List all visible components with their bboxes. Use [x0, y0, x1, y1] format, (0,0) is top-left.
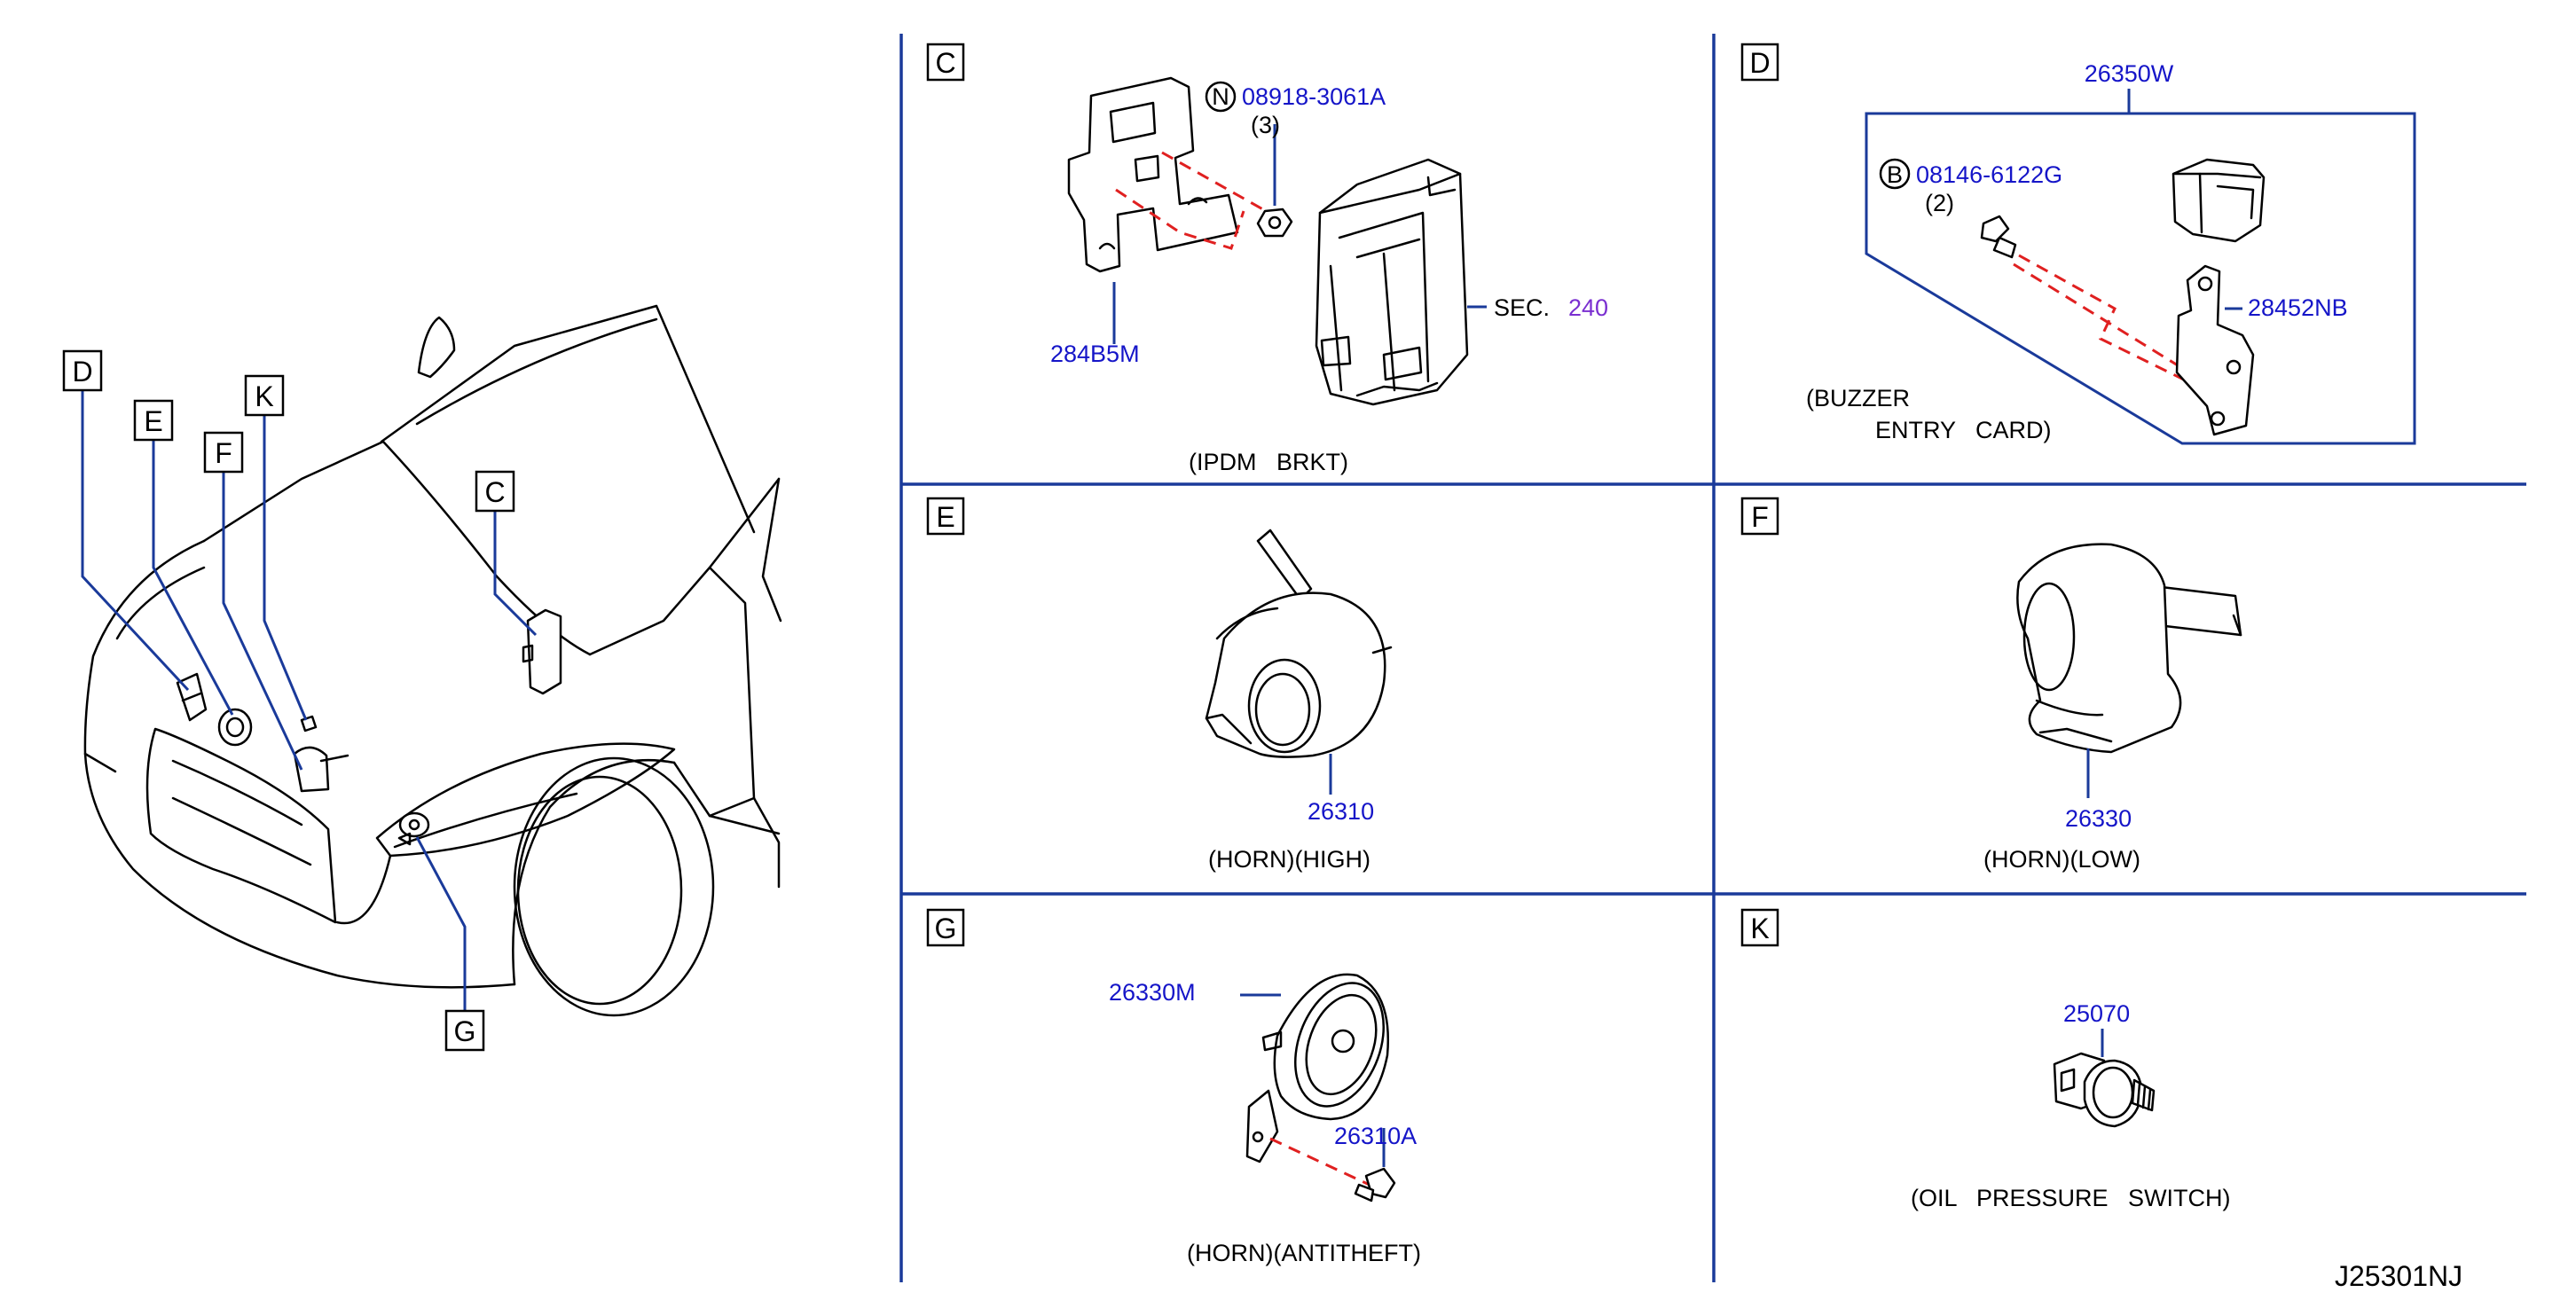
- buzzer-body: [2172, 158, 2266, 243]
- svg-text:(HORN)(ANTITHEFT): (HORN)(ANTITHEFT): [1187, 1240, 1421, 1266]
- svg-text:284B5M: 284B5M: [1050, 341, 1140, 367]
- callout-k: K: [244, 374, 285, 417]
- callout-g: G: [444, 1009, 485, 1052]
- svg-text:K: K: [255, 380, 273, 412]
- svg-text:ENTRY CARD): ENTRY CARD): [1875, 417, 2052, 443]
- svg-text:08146-6122G: 08146-6122G: [1916, 161, 2062, 188]
- ipdm-bracket: [1067, 76, 1239, 273]
- svg-text:(OIL PRESSURE SWITCH): (OIL PRESSURE SWITCH): [1911, 1185, 2231, 1211]
- panel-d: D 26350W 28452NB B 08146-6122G: [1740, 43, 2416, 445]
- horn-antitheft: [1245, 973, 1389, 1163]
- svg-text:26330: 26330: [2065, 805, 2132, 832]
- svg-text:D: D: [72, 356, 92, 388]
- svg-text:N: N: [1212, 83, 1229, 110]
- svg-text:26310: 26310: [1308, 798, 1374, 825]
- car-horn-g: [397, 811, 430, 846]
- svg-text:(BUZZER: (BUZZER: [1806, 385, 1910, 411]
- car-buzzer-d: [176, 672, 208, 722]
- svg-text:28452NB: 28452NB: [2248, 294, 2348, 321]
- svg-text:(IPDM BRKT): (IPDM BRKT): [1189, 449, 1348, 475]
- svg-text:(3): (3): [1251, 112, 1280, 138]
- svg-text:08918-3061A: 08918-3061A: [1242, 83, 1386, 110]
- svg-text:B: B: [1887, 161, 1903, 188]
- panel-f: F 26330 (HORN)(LOW): [1740, 497, 2242, 873]
- svg-text:(HORN)(HIGH): (HORN)(HIGH): [1208, 846, 1370, 873]
- svg-text:26330M: 26330M: [1109, 979, 1196, 1006]
- svg-text:F: F: [1751, 501, 1769, 533]
- car-horn-f: [293, 746, 349, 793]
- panel-c: C: [926, 43, 1608, 475]
- oil-pressure-switch: [2053, 1052, 2156, 1128]
- callout-e: E: [133, 399, 174, 442]
- callout-c: C: [475, 470, 515, 513]
- diagram-ref: J25301NJ: [2335, 1260, 2462, 1292]
- svg-text:SEC.: SEC.: [1494, 294, 1550, 321]
- callout-f: F: [203, 431, 244, 474]
- ipdm-module: [1315, 158, 1469, 406]
- svg-text:26350W: 26350W: [2085, 60, 2174, 87]
- svg-text:K: K: [1750, 913, 1769, 944]
- panel-k: K 25070 (OIL PRESSURE SWITCH): [1740, 908, 2231, 1211]
- svg-text:G: G: [454, 1015, 476, 1047]
- callout-d: D: [62, 349, 103, 392]
- buzzer-bracket: [2175, 264, 2255, 436]
- nut-08918: [1256, 208, 1293, 238]
- panel-g: G 26330M 26310A (HORN)(ANTITHEFT): [926, 908, 1421, 1266]
- svg-text:(HORN)(LOW): (HORN)(LOW): [1983, 846, 2140, 873]
- svg-text:G: G: [935, 913, 957, 944]
- svg-text:D: D: [1749, 47, 1770, 79]
- svg-text:25070: 25070: [2063, 1000, 2130, 1027]
- svg-text:F: F: [215, 437, 232, 469]
- svg-text:C: C: [935, 47, 955, 79]
- panel-e: E 26310 (HORN)(HIGH): [926, 497, 1393, 873]
- svg-text:C: C: [484, 476, 505, 508]
- horn-high: [1205, 529, 1393, 758]
- svg-text:26310A: 26310A: [1334, 1123, 1417, 1149]
- bolt-26310a: [1354, 1167, 1396, 1202]
- vehicle-overview: D E K F C G: [62, 304, 782, 1052]
- car-horn-e: [217, 708, 253, 747]
- car-ipdm-c: [522, 608, 562, 695]
- bolt-08146: [1980, 215, 2017, 259]
- horn-low: [2016, 543, 2242, 754]
- car-switch-k: [300, 715, 318, 732]
- svg-text:E: E: [144, 405, 162, 437]
- svg-text:E: E: [936, 501, 954, 533]
- panel-grid: [899, 34, 2526, 1282]
- svg-text:(2): (2): [1925, 190, 1954, 216]
- svg-text:240: 240: [1568, 294, 1608, 321]
